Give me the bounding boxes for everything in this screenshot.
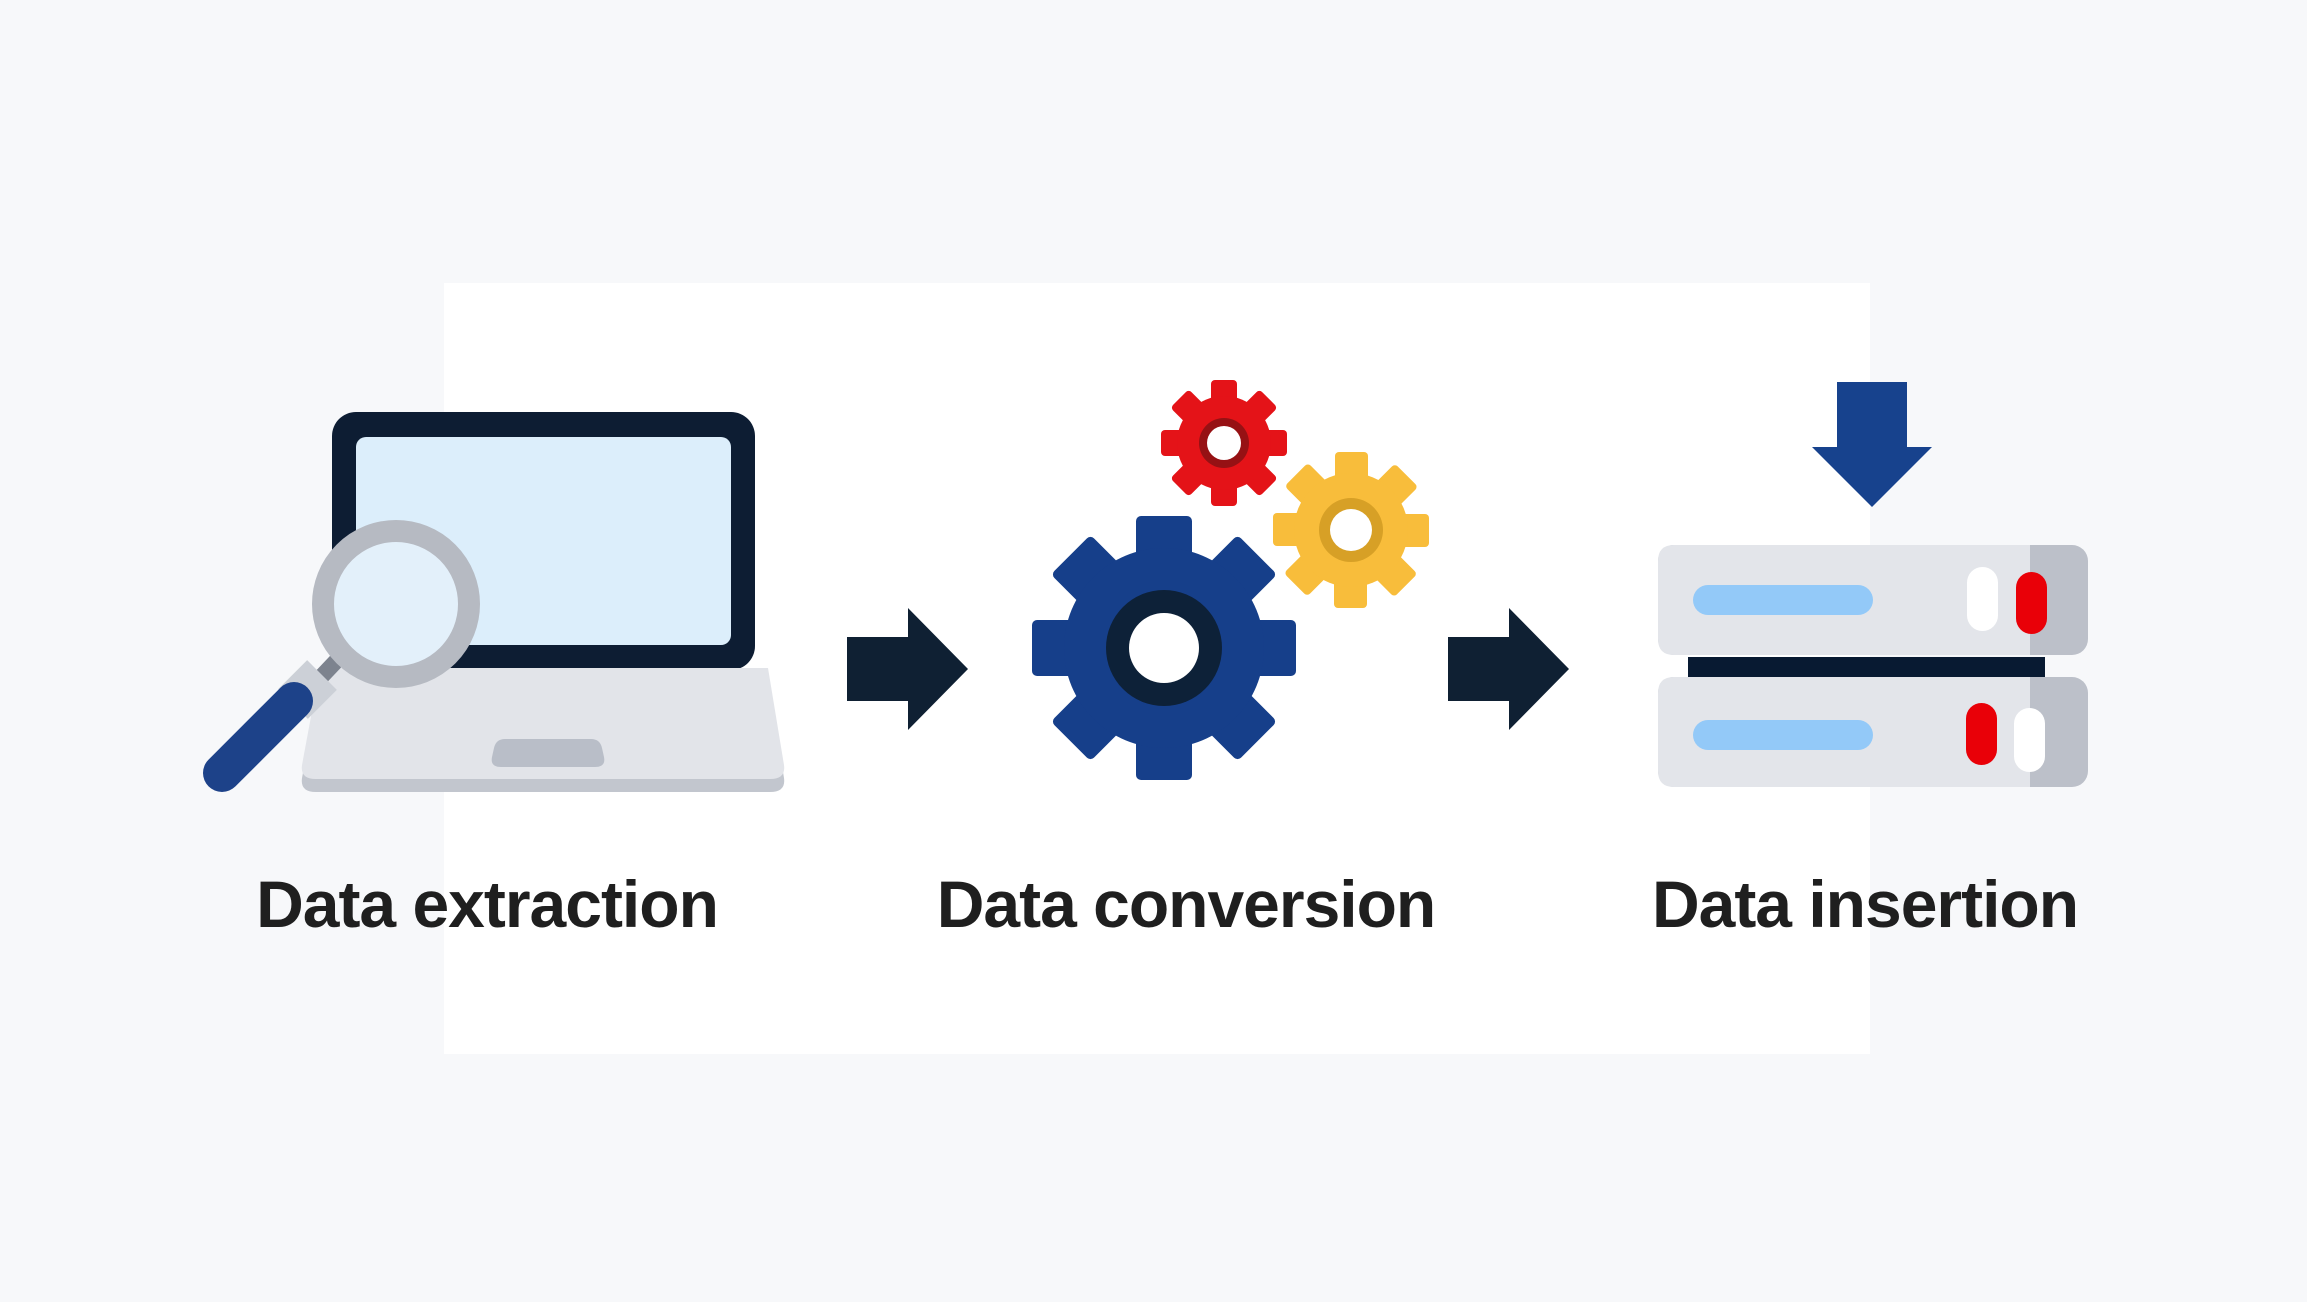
laptop-magnifier-icon xyxy=(203,412,785,792)
arrow-right-icon xyxy=(847,608,968,730)
gear-yellow xyxy=(1273,452,1429,608)
server-unit-top xyxy=(1658,545,2088,655)
stage-label-conversion: Data conversion xyxy=(936,867,1437,941)
arrow-down-icon xyxy=(1812,382,1932,507)
stage-label-extraction: Data extraction xyxy=(256,867,719,941)
server-stack-icon xyxy=(1658,382,2088,787)
server-divider xyxy=(1688,657,2045,677)
arrow-right-icon xyxy=(1448,608,1569,730)
stage-label-insertion: Data insertion xyxy=(1651,867,2079,941)
gear-red xyxy=(1161,380,1287,506)
gear-blue xyxy=(1032,516,1296,780)
magnifying-glass-icon xyxy=(203,520,480,792)
server-unit-bottom xyxy=(1658,677,2088,787)
gears-icon xyxy=(1032,380,1429,780)
